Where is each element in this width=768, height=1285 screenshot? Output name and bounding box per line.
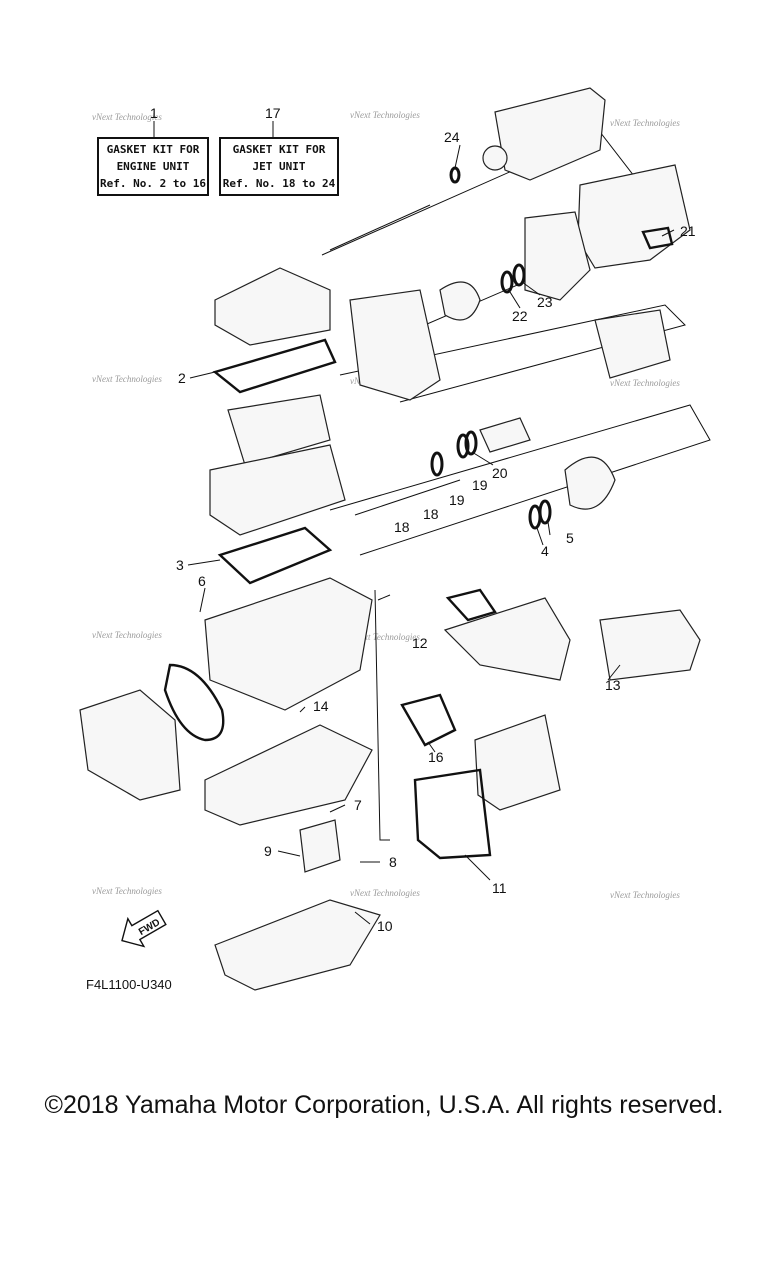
cylinder-head-part — [209, 444, 346, 536]
side-cover-part — [79, 689, 181, 801]
callout-5: 5 — [566, 530, 574, 546]
watermark: vNext Technologies — [350, 632, 420, 642]
callout-8: 8 — [389, 854, 397, 870]
bearing-part — [479, 417, 531, 453]
callout-6: 6 — [198, 573, 206, 589]
kit-ref-17: 17 — [265, 105, 281, 121]
gasket-11 — [413, 768, 492, 860]
leader-line — [377, 594, 391, 601]
seal-23 — [512, 263, 526, 287]
diagram-code: F4L1100-U340 — [86, 977, 172, 992]
seal-22 — [500, 270, 514, 294]
callout-21: 21 — [680, 223, 696, 239]
shaft-assembly — [329, 309, 711, 556]
pump-housing-part — [577, 164, 691, 269]
watermark: vNext Technologies — [610, 890, 680, 900]
coupling-part — [564, 456, 616, 510]
callout-10: 10 — [377, 918, 393, 934]
seal-19b — [456, 433, 470, 459]
jet-gasket-kit-box: GASKET KIT FOR JET UNIT Ref. No. 18 to 2… — [219, 137, 339, 196]
callout-12: 12 — [412, 635, 428, 651]
callout-18b: 18 — [423, 506, 439, 522]
oil-pan-part — [214, 899, 381, 991]
watermark: vNext Technologies — [92, 886, 162, 896]
callout-18a: 18 — [394, 519, 410, 535]
cylinder-block-part — [204, 577, 373, 711]
gasket-2 — [212, 338, 337, 394]
exhaust-manifold-part — [443, 597, 571, 681]
kit-box-line: GASKET KIT FOR — [232, 143, 326, 156]
shaft-part — [354, 479, 461, 516]
o-ring-24 — [449, 166, 461, 184]
kit-ref-1: 1 — [150, 105, 158, 121]
camshaft-caps-part — [227, 394, 331, 466]
leader-lines — [187, 144, 675, 925]
callout-23: 23 — [537, 294, 553, 310]
jet-frame-line — [339, 304, 686, 403]
jet-unit-assembly — [321, 87, 691, 403]
cap-part — [482, 145, 508, 171]
kit-box-line: Ref. No. 2 to 16 — [100, 177, 206, 190]
oil-filter-part — [299, 819, 341, 873]
callout-20: 20 — [492, 465, 508, 481]
callout-7: 7 — [354, 797, 362, 813]
gasket-21 — [641, 226, 674, 250]
valve-cover-part — [214, 267, 331, 346]
watermark: vNext Technologies — [610, 118, 680, 128]
fwd-arrow: FWD — [121, 909, 167, 948]
callout-4: 4 — [541, 543, 549, 559]
callout-2: 2 — [178, 370, 186, 386]
callout-22: 22 — [512, 308, 528, 324]
leader-line — [374, 589, 390, 841]
kit-box-line: JET UNIT — [252, 160, 306, 173]
seal-19a — [430, 451, 444, 477]
copyright-notice: ©2018 Yamaha Motor Corporation, U.S.A. A… — [44, 1091, 724, 1119]
seal-20 — [464, 430, 478, 456]
drive-shaft-part — [329, 204, 431, 251]
watermark: vNext Technologies — [92, 630, 162, 640]
callout-24: 24 — [444, 129, 460, 145]
impeller-part — [439, 281, 481, 321]
crankcase-part — [204, 724, 373, 826]
cooler-part — [474, 714, 561, 811]
intake-housing-part — [349, 289, 441, 401]
callout-3: 3 — [176, 557, 184, 573]
callout-19b: 19 — [472, 477, 488, 493]
watermark: vNext Technologies — [350, 888, 420, 898]
seal-4 — [528, 504, 542, 530]
watermark: vNext Technologies — [92, 112, 162, 122]
kit-box-line: Ref. No. 18 to 24 — [222, 177, 336, 190]
callout-11: 11 — [492, 880, 507, 896]
jet-nozzle-part — [494, 87, 606, 181]
gasket-16 — [400, 693, 457, 747]
callout-9: 9 — [264, 843, 272, 859]
seal-5 — [538, 499, 552, 525]
watermark: vNext Technologies — [350, 110, 420, 120]
kit-box-line: ENGINE UNIT — [116, 160, 190, 173]
gasket-12 — [445, 588, 497, 622]
callout-16: 16 — [428, 749, 444, 765]
callout-13: 13 — [605, 677, 621, 693]
gasket-15 — [163, 663, 225, 742]
watermarks: vNext Technologies vNext Technologies vN… — [92, 110, 680, 900]
kit-box-line: GASKET KIT FOR — [106, 143, 200, 156]
watermark: vNext Technologies — [92, 374, 162, 384]
engine-assembly — [79, 267, 701, 991]
housing-part — [594, 309, 671, 379]
watermark: vNext Technologies — [610, 378, 680, 388]
exhaust-pipe-part — [599, 609, 701, 681]
callout-14: 14 — [313, 698, 329, 714]
gasket-3 — [217, 526, 333, 585]
shaft-frame-line — [329, 404, 711, 556]
callout-numbers: 2 3 4 5 6 7 8 9 10 11 12 13 14 16 18 18 … — [176, 129, 696, 934]
callout-19a: 19 — [449, 492, 465, 508]
kit-box-refs: 1 17 — [150, 105, 281, 137]
engine-gasket-kit-box: GASKET KIT FOR ENGINE UNIT Ref. No. 2 to… — [97, 137, 209, 196]
